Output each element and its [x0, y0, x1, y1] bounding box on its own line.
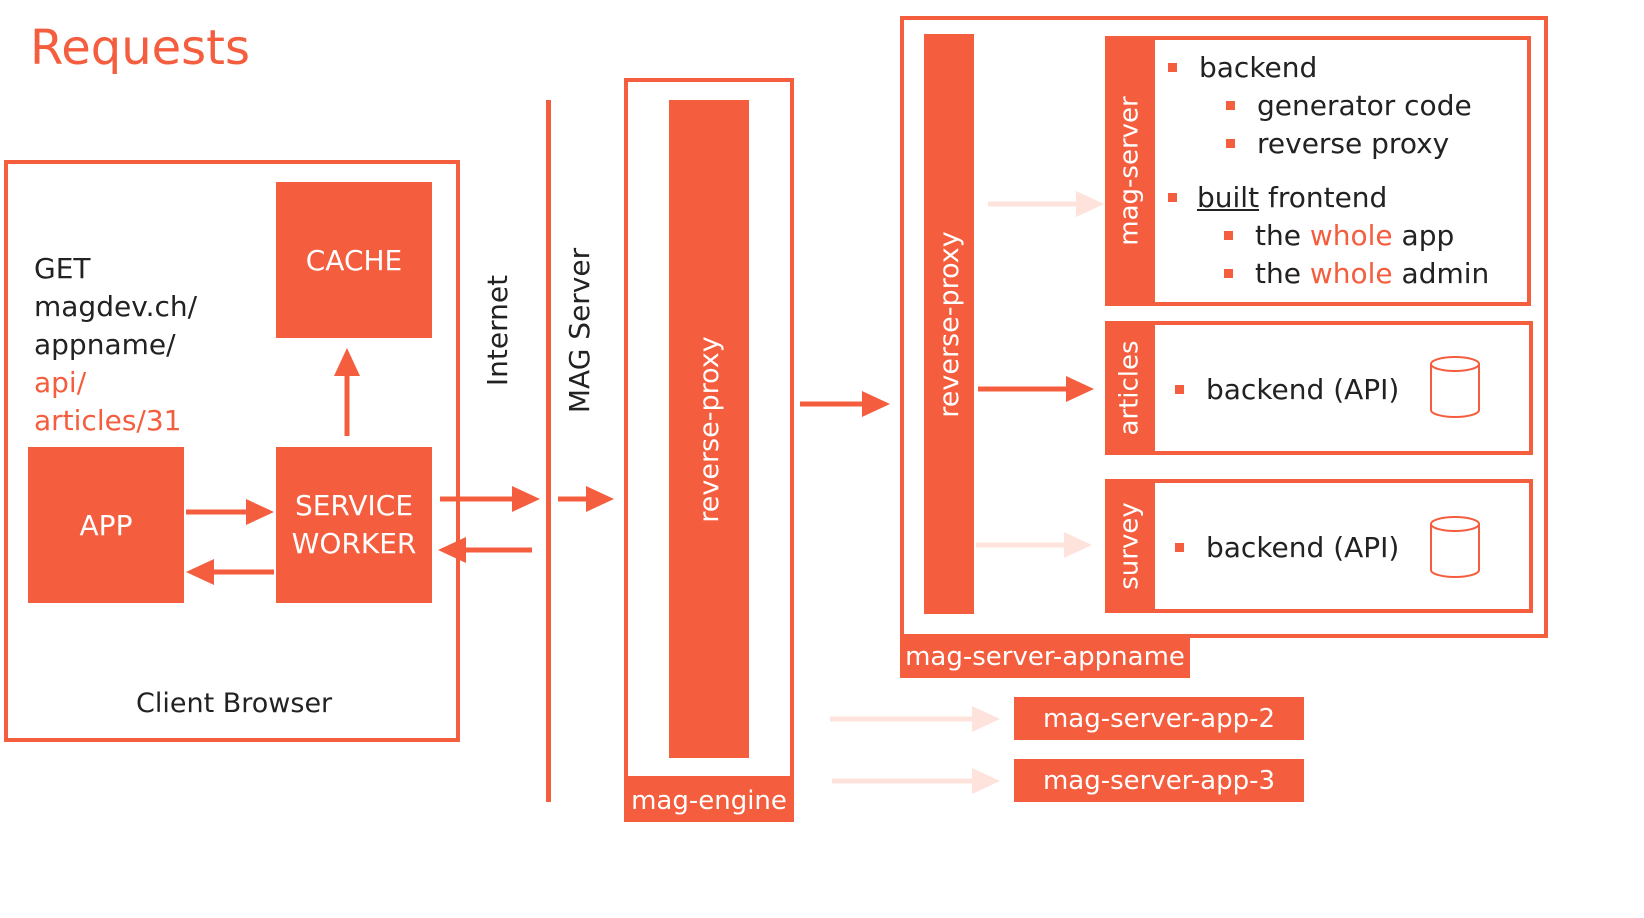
request-line-get: GET [34, 252, 91, 285]
survey-database-icon [1430, 516, 1480, 578]
mag-server-app-2-tag: mag-server-app-2 [1014, 697, 1304, 740]
mag-server-tab: mag-server [1105, 36, 1155, 306]
arrow-sw-to-internet [440, 486, 540, 512]
list-item-reverse-proxy: reverse proxy [1226, 124, 1489, 162]
bullet [1175, 542, 1184, 552]
mag-engine-tag: mag-engine [624, 780, 794, 822]
bullet [1224, 268, 1233, 278]
bullet [1168, 62, 1177, 72]
app-label: APP [79, 508, 133, 542]
arrow-sw-to-cache [334, 348, 360, 436]
appname-frame [900, 16, 1548, 638]
arrow-proxy-to-survey-faded [976, 532, 1092, 558]
arrow-internet-to-engine [558, 486, 614, 512]
request-url: GET magdev.ch/ appname/ api/ articles/31 [34, 250, 197, 440]
mag-engine-frame [624, 78, 794, 780]
survey-item-text: backend (API) [1206, 530, 1400, 564]
articles-database-icon [1430, 356, 1480, 418]
appname-tag: mag-server-appname [900, 636, 1190, 678]
whole-admin-text: the whole admin [1255, 257, 1489, 290]
whole-word: whole [1309, 218, 1393, 252]
articles-item-text: backend (API) [1206, 372, 1400, 406]
list-item-generator: generator code [1226, 86, 1489, 124]
built-word: built [1197, 180, 1260, 214]
client-browser-frame [4, 160, 460, 742]
client-browser-label: Client Browser [136, 688, 333, 719]
request-line-appname: appname/ [34, 328, 176, 361]
reverse-proxy-text: reverse proxy [1257, 126, 1450, 160]
internet-divider [546, 100, 551, 802]
list-item-built-frontend: built frontend [1168, 178, 1489, 216]
backend-text: backend [1199, 50, 1318, 84]
the-word: the [1255, 218, 1310, 252]
list-item-whole-admin: the whole admin [1224, 254, 1489, 292]
mag-server-app-3-tag: mag-server-app-3 [1014, 759, 1304, 802]
arrow-sw-to-app [186, 559, 274, 585]
app-word: app [1392, 218, 1455, 252]
engine-reverse-proxy: reverse-proxy [669, 100, 749, 758]
bullet [1224, 230, 1233, 240]
service-worker-label-1: SERVICE [294, 489, 414, 522]
admin-word: admin [1392, 256, 1490, 290]
frontend-word: frontend [1259, 180, 1388, 214]
request-line-articles: articles/31 [34, 404, 182, 437]
articles-item: backend (API) [1175, 370, 1399, 408]
arrow-internet-to-sw [438, 537, 532, 563]
arrow-proxy-to-articles [978, 376, 1094, 402]
arrow-engine-to-appname [800, 391, 890, 417]
arrow-app-to-sw [186, 499, 274, 525]
survey-tab: survey [1105, 479, 1155, 613]
bullet [1226, 100, 1235, 110]
request-line-api: api/ [34, 366, 87, 399]
service-worker-label-2: WORKER [291, 527, 417, 560]
app-box: APP [28, 447, 184, 603]
cache-box: CACHE [276, 182, 432, 338]
arrow-to-app-2-faded [830, 706, 1000, 732]
built-frontend-text: built frontend [1197, 181, 1387, 214]
list-item-backend: backend [1168, 48, 1489, 86]
cache-label: CACHE [305, 243, 403, 277]
generator-text: generator code [1257, 88, 1472, 122]
survey-item: backend (API) [1175, 528, 1399, 566]
whole-word: whole [1309, 256, 1393, 290]
arrow-proxy-to-mag-server-faded [988, 191, 1104, 217]
page-title: Requests [30, 20, 250, 76]
the-word: the [1255, 256, 1310, 290]
list-item-whole-app: the whole app [1224, 216, 1489, 254]
mag-server-list: backend generator code reverse proxy bui… [1168, 48, 1489, 292]
arrow-to-app-3-faded [832, 768, 1000, 794]
bullet [1226, 138, 1235, 148]
bullet [1168, 192, 1177, 202]
appname-reverse-proxy: reverse-proxy [924, 34, 974, 614]
request-line-host: magdev.ch/ [34, 290, 198, 323]
service-worker-box: SERVICE WORKER [276, 447, 432, 603]
bullet [1175, 384, 1184, 394]
whole-app-text: the whole app [1255, 219, 1454, 252]
articles-tab: articles [1105, 321, 1155, 455]
